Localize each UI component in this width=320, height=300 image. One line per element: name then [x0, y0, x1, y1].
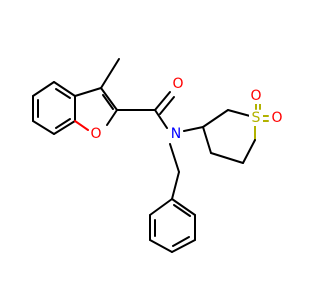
benzofuran-benzene-ring — [32, 81, 76, 135]
sulfolane-ring — [202, 109, 256, 164]
molecule-drawing: O O N S O O — [32, 58, 284, 253]
phenyl-ring — [149, 171, 196, 253]
ring-oxygen-label: O — [90, 126, 101, 142]
atom-labels: O O N S O O — [89, 76, 284, 142]
structure-canvas: O O N S O O — [32, 58, 284, 253]
benzofuran-furan-ring — [74, 87, 118, 131]
amide-oxygen-label: O — [172, 76, 183, 92]
n-substituent-bonds — [169, 126, 204, 173]
sulfonyl-oxygen-right-label: O — [271, 110, 282, 126]
sulfonyl-oxygen-top-label: O — [250, 88, 261, 104]
methyl-bond — [100, 58, 120, 89]
amide-nitrogen-label: N — [171, 126, 181, 142]
sulfur-label: S — [252, 110, 261, 126]
carbonyl-group — [116, 91, 175, 129]
